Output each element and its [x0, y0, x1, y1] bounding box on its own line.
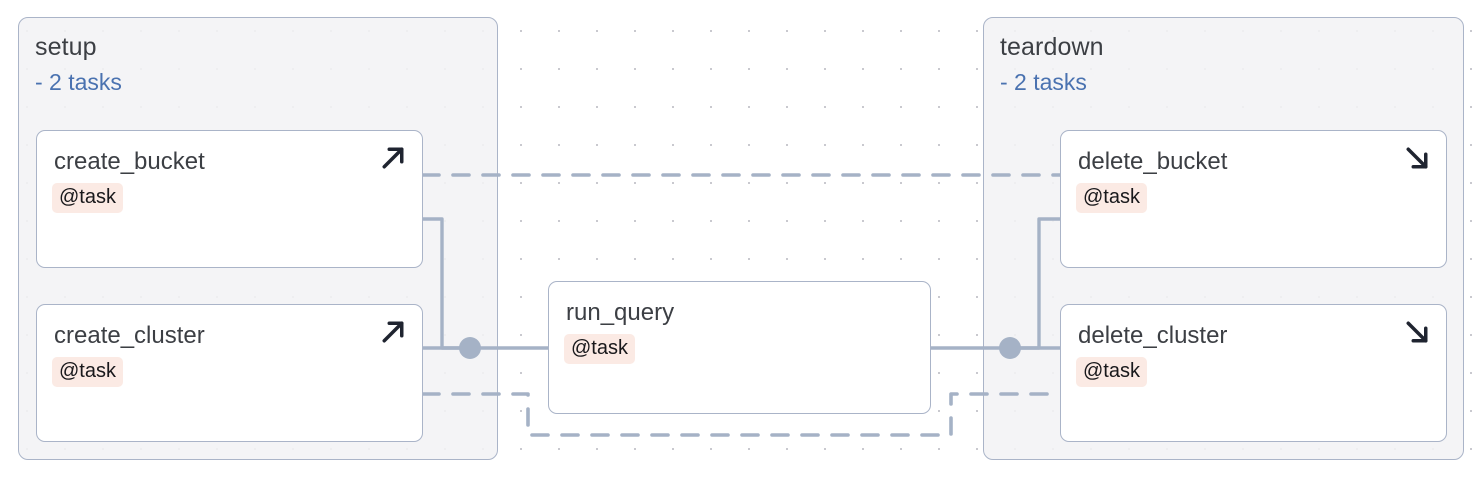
task-node-run-query[interactable]: run_query @task	[548, 281, 931, 414]
task-node-label: create_bucket	[54, 148, 205, 175]
task-node-delete-bucket[interactable]: delete_bucket @task	[1060, 130, 1447, 268]
task-node-create-bucket[interactable]: create_bucket @task	[36, 130, 423, 268]
task-node-delete-cluster[interactable]: delete_cluster @task	[1060, 304, 1447, 442]
task-node-badge: @task	[52, 183, 123, 213]
task-node-badge: @task	[1076, 183, 1147, 213]
task-node-label: create_cluster	[54, 322, 205, 349]
group-title-teardown: teardown	[1000, 33, 1104, 61]
task-node-label: delete_bucket	[1078, 148, 1228, 175]
task-node-badge: @task	[1076, 357, 1147, 387]
task-node-label: delete_cluster	[1078, 322, 1228, 349]
group-subtitle-teardown: - 2 tasks	[1000, 69, 1087, 95]
task-node-create-cluster[interactable]: create_cluster @task	[36, 304, 423, 442]
task-node-badge: @task	[564, 334, 635, 364]
task-node-badge: @task	[52, 357, 123, 387]
arrow-up-right-icon[interactable]	[378, 317, 408, 347]
group-subtitle-setup: - 2 tasks	[35, 69, 122, 95]
arrow-down-right-icon[interactable]	[1402, 317, 1432, 347]
arrow-down-right-icon[interactable]	[1402, 143, 1432, 173]
arrow-up-right-icon[interactable]	[378, 143, 408, 173]
task-node-label: run_query	[566, 299, 675, 326]
group-title-setup: setup	[35, 33, 97, 61]
